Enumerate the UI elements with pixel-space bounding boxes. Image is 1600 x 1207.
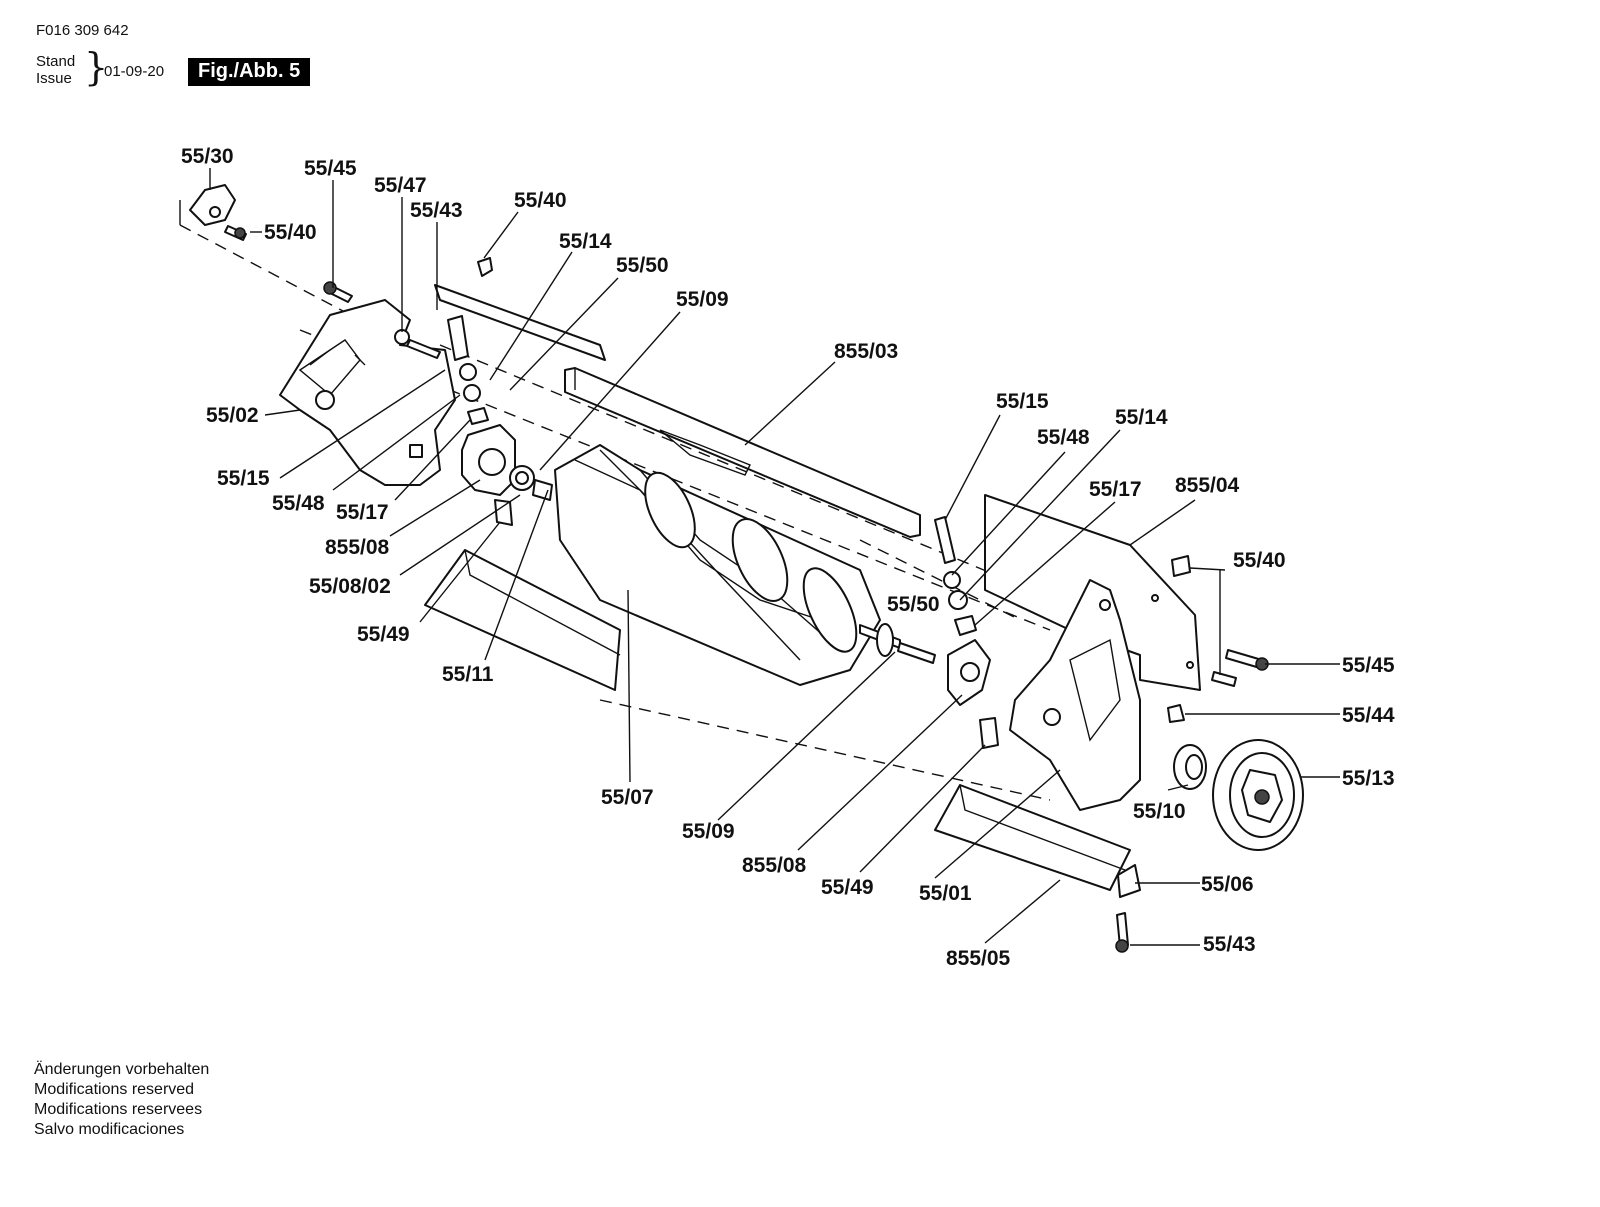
- square-tube-855-03: [564, 367, 921, 538]
- label-55-43-top: 55/43: [410, 199, 463, 222]
- figure-badge: Fig./Abb. 5: [188, 58, 311, 86]
- footer-line-en: Modifications reserved: [34, 1081, 195, 1098]
- brace-glyph: }: [84, 45, 109, 89]
- label-55-14-left: 55/14: [559, 230, 612, 253]
- label-55-08-02: 55/08/02: [309, 575, 391, 598]
- label-55-45-top: 55/45: [304, 157, 357, 180]
- label-55-17-right: 55/17: [1089, 478, 1142, 501]
- label-55-40-right: 55/40: [1233, 549, 1286, 572]
- cutting-cylinder: [554, 444, 936, 686]
- label-55-13: 55/13: [1342, 767, 1395, 790]
- label-55-14-right: 55/14: [1115, 406, 1168, 429]
- label-55-09-bottom: 55/09: [682, 820, 735, 843]
- bottom-blade-55-11: [424, 549, 621, 691]
- label-55-07: 55/07: [601, 786, 654, 809]
- label-55-49-bottom: 55/49: [821, 876, 874, 899]
- label-55-48-right: 55/48: [1037, 426, 1090, 449]
- label-55-11: 55/11: [442, 663, 494, 686]
- label-55-06: 55/06: [1201, 873, 1254, 896]
- top-bar-plate: [434, 284, 606, 361]
- right-small-parts: [934, 516, 999, 749]
- label-55-02: 55/02: [206, 404, 259, 427]
- label-55-50-left: 55/50: [616, 254, 669, 277]
- label-55-44: 55/44: [1342, 704, 1395, 727]
- issue-label: Issue: [36, 70, 72, 87]
- label-55-30: 55/30: [181, 145, 234, 168]
- label-855-05: 855/05: [946, 947, 1011, 970]
- label-55-40-left: 55/40: [264, 221, 317, 244]
- label-855-08-bottom: 855/08: [742, 854, 807, 877]
- stand-issue-label: Stand Issue: [36, 53, 75, 87]
- label-55-50-right: 55/50: [887, 593, 940, 616]
- stand-label: Stand: [36, 53, 76, 70]
- footer-line-de: Änderungen vorbehalten: [34, 1061, 210, 1078]
- document-code: F016 309 642: [36, 22, 129, 39]
- screws-right: [1167, 555, 1269, 723]
- label-55-15-left: 55/15: [217, 467, 270, 490]
- label-55-48-left: 55/48: [272, 492, 325, 515]
- bottom-blade-855-05: [934, 784, 1141, 953]
- right-side-plate: [1009, 579, 1141, 811]
- left-bearing-block: [461, 424, 553, 526]
- footer-line-es: Salvo modificaciones: [34, 1121, 185, 1138]
- label-55-49-left: 55/49: [357, 623, 410, 646]
- label-55-45-right: 55/45: [1342, 654, 1395, 677]
- label-55-09-top: 55/09: [676, 288, 729, 311]
- label-55-43-bottom: 55/43: [1203, 933, 1256, 956]
- label-55-47: 55/47: [374, 174, 427, 197]
- label-855-04: 855/04: [1175, 474, 1240, 497]
- label-855-03: 855/03: [834, 340, 898, 363]
- issue-date: 01-09-20: [104, 63, 165, 80]
- leader-lines: [209, 168, 1340, 946]
- label-55-01: 55/01: [919, 882, 972, 905]
- part-55-30: [179, 184, 236, 226]
- assembly-axes: [179, 224, 1051, 801]
- label-55-17-left: 55/17: [336, 501, 389, 524]
- label-55-15-right: 55/15: [996, 390, 1049, 413]
- screws-left: [224, 225, 493, 425]
- label-55-40-top: 55/40: [514, 189, 567, 212]
- footer-line-fr: Modifications reservees: [34, 1101, 203, 1118]
- modifications-notice: Änderungen vorbehalten Modifications res…: [34, 1060, 209, 1140]
- label-855-08-left: 855/08: [325, 536, 390, 559]
- wheel-55-13: [1173, 739, 1304, 851]
- part-labels: 55/30 55/45 55/47 55/43 55/40 55/40 55/1…: [181, 145, 1395, 970]
- label-55-10: 55/10: [1133, 800, 1186, 823]
- left-side-plate: [279, 299, 456, 486]
